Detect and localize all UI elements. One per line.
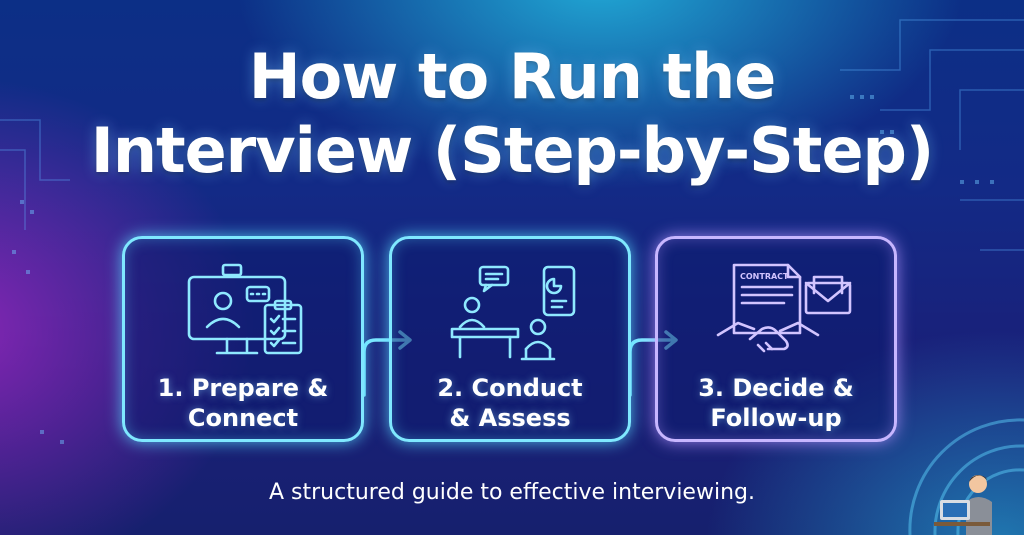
- connector-arrow-1: [362, 338, 410, 397]
- step-card-decide: CONTRACT 3. Decide & Follow-up: [655, 236, 897, 442]
- contract-text: CONTRACT: [740, 272, 789, 281]
- step-label-line-1: 2. Conduct: [437, 374, 583, 402]
- subtitle: A structured guide to effective intervie…: [269, 480, 755, 505]
- step-card-conduct: 2. Conduct & Assess: [389, 236, 631, 442]
- step-label-line-2: Follow-up: [710, 404, 842, 432]
- page-title: How to Run the Interview (Step-by-Step): [0, 40, 1024, 188]
- step-label: 3. Decide & Follow-up: [658, 373, 894, 433]
- contract-handshake-icon: CONTRACT: [716, 263, 852, 353]
- step-label-line-1: 1. Prepare &: [157, 374, 329, 402]
- step-label-line-1: 3. Decide &: [698, 374, 854, 402]
- person-at-laptop-icon: [934, 475, 992, 535]
- step-label: 1. Prepare & Connect: [125, 373, 361, 433]
- title-line-1: How to Run the: [248, 40, 777, 113]
- step-label-line-2: & Assess: [449, 404, 571, 432]
- video-call-checklist-icon: [187, 263, 303, 355]
- interview-desk-icon: [450, 265, 576, 361]
- step-card-prepare: 1. Prepare & Connect: [122, 236, 364, 442]
- step-label: 2. Conduct & Assess: [392, 373, 628, 433]
- step-label-line-2: Connect: [187, 404, 299, 432]
- title-line-2: Interview (Step-by-Step): [90, 114, 934, 187]
